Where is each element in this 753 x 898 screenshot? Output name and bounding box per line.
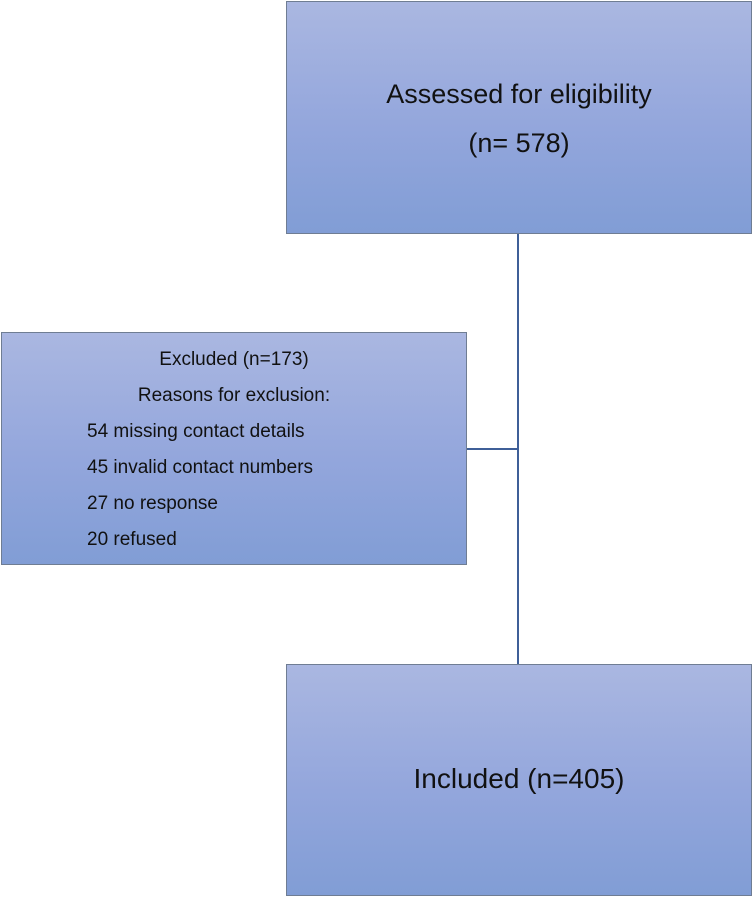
included-title: Included (n=405) [413,763,625,794]
exclusion-reason-missing-contact-details: 54 missing contact details [87,421,305,442]
excluded-title: Excluded (n=173) [159,349,309,370]
excluded-box: Excluded (n=173) Reasons for exclusion: … [1,332,467,565]
exclusion-connector-line [467,448,519,450]
assessed-box: Assessed for eligibility (n= 578) [286,1,752,234]
exclusion-reasons-list: 54 missing contact details 45 invalid co… [87,421,313,565]
assessed-count: (n= 578) [468,128,570,158]
excluded-reasons-heading: Reasons for exclusion: [137,385,331,406]
exclusion-reason-invalid-contact-numbers: 45 invalid contact numbers [87,457,314,478]
exclusion-reason-refused: 20 refused [87,529,177,550]
assessed-title: Assessed for eligibility [386,79,652,109]
included-box: Included (n=405) [286,664,752,896]
exclusion-reason-no-response: 27 no response [87,493,218,514]
